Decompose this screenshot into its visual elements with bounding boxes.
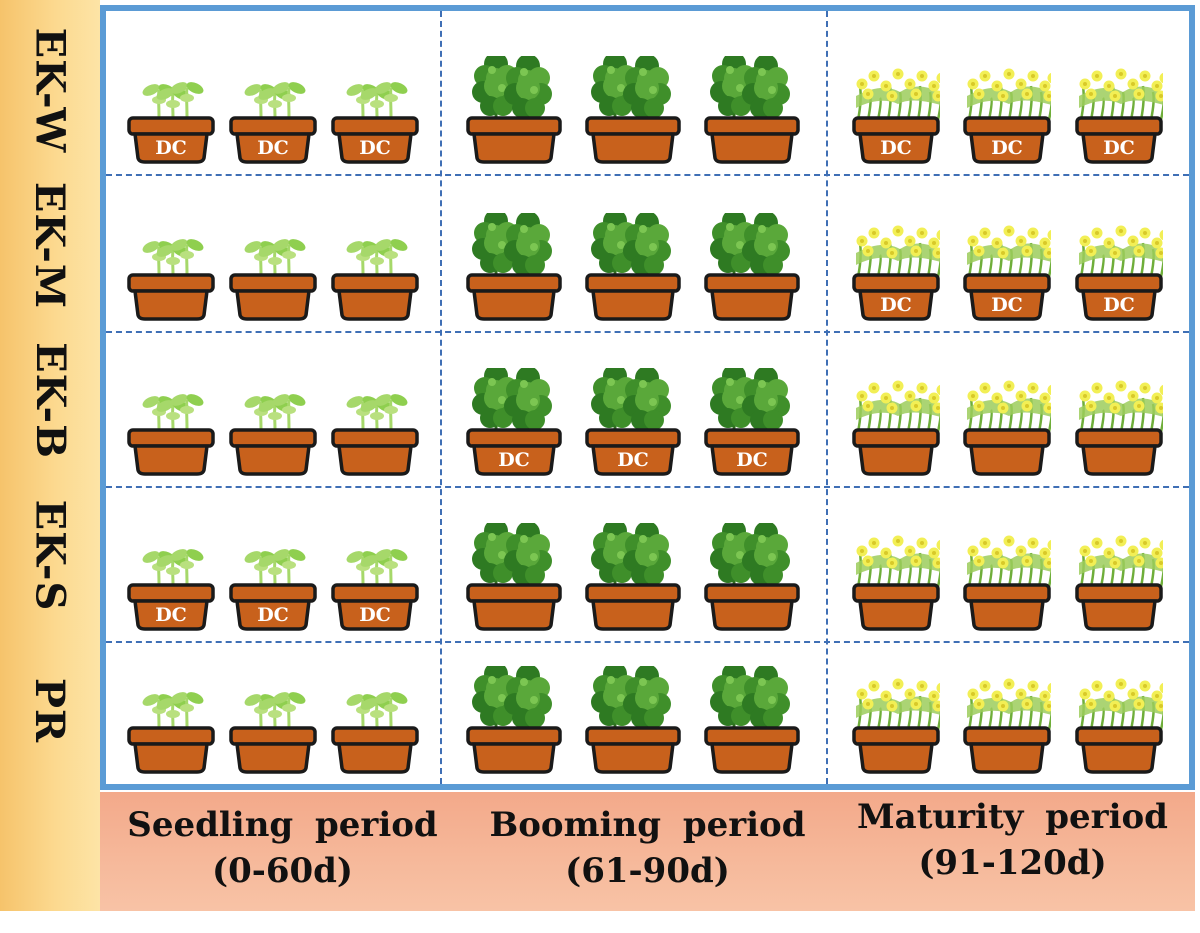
pot-label-dc: DC bbox=[257, 137, 289, 159]
pot-cell-pr-1 bbox=[106, 641, 440, 784]
row-divider bbox=[106, 331, 1189, 333]
plant-pot bbox=[1075, 666, 1164, 774]
plant-pot: DC bbox=[963, 56, 1052, 164]
plant-pot: DC bbox=[127, 523, 215, 631]
plant-pot: DC bbox=[465, 368, 562, 476]
plant-pot bbox=[127, 666, 215, 774]
pot-label-dc: DC bbox=[155, 137, 187, 159]
pot-label-dc: DC bbox=[359, 137, 391, 159]
treatment-label-bar: EK-W EK-M EK-B EK-S PR bbox=[0, 0, 100, 911]
period-name: Seedling period bbox=[127, 805, 438, 845]
row-divider bbox=[106, 174, 1189, 176]
plant-pot bbox=[852, 368, 940, 476]
pot-cell-ek-m-1 bbox=[106, 174, 440, 331]
plant-pot bbox=[1075, 523, 1164, 631]
pot-cell-ek-s-1: DC DC DC bbox=[106, 486, 440, 641]
pot-label-dc: DC bbox=[737, 449, 769, 471]
plant-pot bbox=[585, 523, 681, 631]
plant-pot bbox=[465, 666, 562, 774]
row-divider bbox=[106, 641, 1189, 643]
pot-cell-pr-3 bbox=[826, 641, 1189, 784]
pot-cell-ek-w-1: DC DC DC bbox=[106, 11, 440, 174]
pot-cell-ek-b-2: DC DC DC bbox=[440, 331, 826, 486]
plant-pot bbox=[127, 213, 215, 321]
column-divider bbox=[440, 11, 442, 784]
pot-cell-ek-m-3: DC DC DC bbox=[826, 174, 1189, 331]
pot-cell-ek-w-3: DC DC DC bbox=[826, 11, 1189, 174]
plant-pot bbox=[331, 666, 419, 774]
plant-pot bbox=[963, 368, 1052, 476]
plant-pot bbox=[704, 523, 801, 631]
pot-cell-ek-b-1 bbox=[106, 331, 440, 486]
plant-pot bbox=[585, 213, 681, 321]
pot-cell-ek-w-2 bbox=[440, 11, 826, 174]
plant-pot bbox=[704, 213, 801, 321]
period-maturity: Maturity period (91-120d) bbox=[830, 794, 1195, 886]
pot-label-dc: DC bbox=[992, 294, 1024, 316]
pot-cell-ek-b-3 bbox=[826, 331, 1189, 486]
row-label-ek-b: EK-B bbox=[26, 341, 74, 459]
plant-pot bbox=[229, 368, 317, 476]
pot-label-dc: DC bbox=[992, 137, 1024, 159]
plant-pot bbox=[465, 523, 562, 631]
period-booming: Booming period (61-90d) bbox=[465, 802, 830, 894]
plant-pot bbox=[331, 213, 419, 321]
pot-cell-ek-m-2 bbox=[440, 174, 826, 331]
pot-cell-ek-s-3 bbox=[826, 486, 1189, 641]
period-range: (0-60d) bbox=[211, 851, 354, 891]
pot-label-dc: DC bbox=[1103, 137, 1135, 159]
pot-label-dc: DC bbox=[155, 604, 187, 626]
plant-pot: DC bbox=[331, 523, 419, 631]
pot-label-dc: DC bbox=[1103, 294, 1135, 316]
pot-label-dc: DC bbox=[359, 604, 391, 626]
plant-pot bbox=[585, 56, 681, 164]
plant-pot: DC bbox=[331, 56, 419, 164]
row-label-ek-m: EK-M bbox=[26, 181, 74, 309]
pot-label-dc: DC bbox=[617, 449, 649, 471]
plant-pot bbox=[704, 666, 801, 774]
plant-pot bbox=[465, 213, 562, 321]
pot-cell-ek-s-2 bbox=[440, 486, 826, 641]
pot-label-dc: DC bbox=[880, 294, 912, 316]
plant-pot bbox=[229, 666, 317, 774]
period-name: Booming period bbox=[489, 805, 806, 845]
plant-pot bbox=[704, 56, 801, 164]
plant-pot bbox=[331, 368, 419, 476]
plant-pot: DC bbox=[585, 368, 681, 476]
plant-pot: DC bbox=[229, 523, 317, 631]
plant-pot bbox=[852, 523, 940, 631]
plant-pot bbox=[963, 523, 1052, 631]
plant-pot bbox=[229, 213, 317, 321]
period-name: Maturity period bbox=[857, 797, 1168, 837]
plant-pot: DC bbox=[704, 368, 801, 476]
pot-cell-pr-2 bbox=[440, 641, 826, 784]
period-range: (61-90d) bbox=[565, 851, 730, 891]
plant-pot bbox=[465, 56, 562, 164]
row-label-ek-w: EK-W bbox=[26, 27, 74, 153]
plant-pot: DC bbox=[1075, 56, 1164, 164]
column-divider bbox=[826, 11, 828, 784]
plant-pot bbox=[585, 666, 681, 774]
row-label-ek-s: EK-S bbox=[26, 499, 74, 611]
period-seedling: Seedling period (0-60d) bbox=[100, 802, 465, 894]
pot-label-dc: DC bbox=[880, 137, 912, 159]
plant-pot: DC bbox=[852, 56, 940, 164]
pot-label-dc: DC bbox=[257, 604, 289, 626]
plant-pot bbox=[127, 368, 215, 476]
plant-pot: DC bbox=[963, 213, 1052, 321]
plant-pot bbox=[1075, 368, 1164, 476]
plant-pot bbox=[852, 666, 940, 774]
period-range: (91-120d) bbox=[918, 843, 1107, 883]
plant-pot: DC bbox=[1075, 213, 1164, 321]
pot-grid: DC DC DC DC DC DC DC DC DC DC DC DC DC DC DC bbox=[100, 5, 1195, 790]
period-label-bar: Seedling period (0-60d) Booming period (… bbox=[100, 792, 1195, 911]
row-label-pr: PR bbox=[26, 677, 74, 743]
plant-pot: DC bbox=[127, 56, 215, 164]
plant-pot: DC bbox=[229, 56, 317, 164]
pot-label-dc: DC bbox=[498, 449, 530, 471]
plant-pot: DC bbox=[852, 213, 940, 321]
plant-pot bbox=[963, 666, 1052, 774]
row-divider bbox=[106, 486, 1189, 488]
